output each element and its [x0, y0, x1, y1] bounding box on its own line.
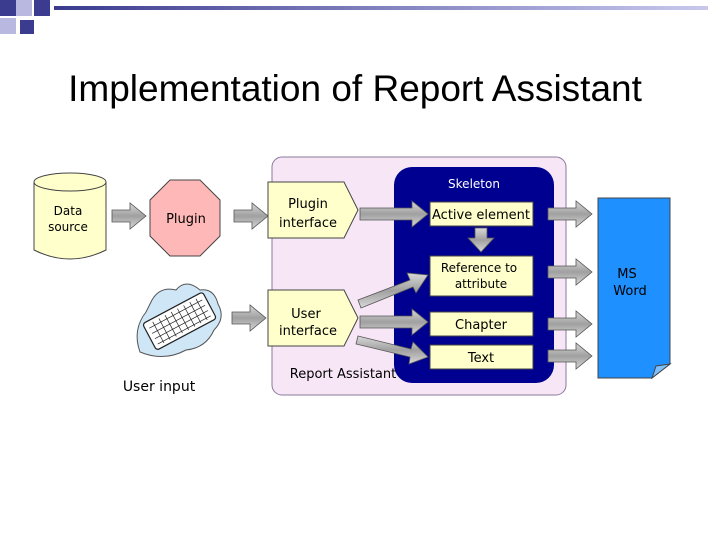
ms-word-label-2: Word	[613, 284, 646, 299]
chapter-label: Chapter	[455, 318, 508, 333]
user-interface-shape: User interface	[267, 289, 359, 347]
keyboard-icon	[136, 283, 222, 357]
data-source-label-2: source	[48, 220, 88, 234]
arrow-datasource-to-plugin	[111, 202, 147, 230]
user-interface-label-1: User	[291, 307, 321, 322]
text-label: Text	[467, 351, 494, 366]
active-element-label: Active element	[432, 208, 530, 223]
data-source-label-1: Data	[54, 204, 83, 218]
active-element-box: Active element	[429, 201, 534, 227]
arrow-userinterface-to-reference	[357, 272, 429, 309]
corner-decoration	[0, 0, 720, 40]
reference-label-2: attribute	[455, 277, 507, 291]
arrow-active-to-msword	[547, 200, 593, 228]
arrow-plugin-to-interface	[233, 202, 269, 230]
arrow-active-to-reference	[467, 227, 495, 253]
reference-box: Reference to attribute	[429, 255, 534, 297]
chapter-box: Chapter	[429, 311, 534, 337]
ms-word-label-1: MS	[617, 267, 636, 282]
reference-label-1: Reference to	[441, 261, 517, 275]
plugin-octagon: Plugin	[149, 179, 221, 257]
plugin-label: Plugin	[166, 212, 206, 227]
user-input-label: User input	[123, 379, 196, 395]
plugin-interface-shape: Plugin interface	[267, 181, 359, 239]
ms-word-document: MS Word	[597, 197, 672, 380]
arrow-reference-to-msword	[547, 258, 593, 286]
arrow-userinterface-to-chapter	[359, 308, 429, 336]
arrow-text-to-msword	[547, 342, 593, 370]
user-interface-label-2: interface	[279, 324, 337, 339]
data-source-cylinder: Data source	[33, 172, 107, 260]
plugin-interface-label-2: interface	[279, 216, 337, 231]
skeleton-label: Skeleton	[448, 177, 500, 191]
plugin-interface-label-1: Plugin	[288, 197, 328, 212]
arrow-userinterface-to-text	[355, 335, 429, 365]
report-assistant-label: Report Assistant	[290, 367, 396, 382]
arrow-keyboard-to-userinterface	[231, 304, 267, 332]
text-box: Text	[429, 344, 534, 370]
page-title: Implementation of Report Assistant	[68, 68, 642, 109]
arrow-chapter-to-msword	[547, 310, 593, 338]
arrow-plugininterface-to-active	[359, 200, 429, 228]
